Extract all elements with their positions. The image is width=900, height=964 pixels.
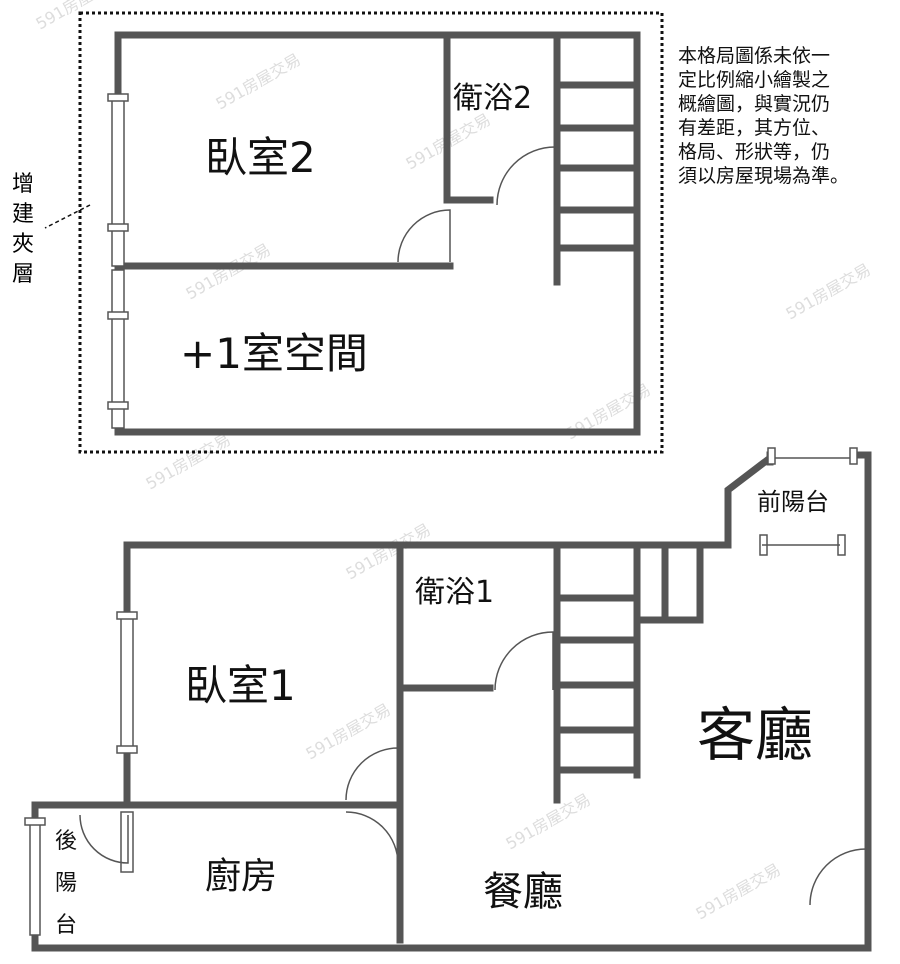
bedroom1-door[interactable] [345, 747, 399, 801]
room-label-front-balcony: 前陽台 [757, 488, 829, 516]
disclaimer-line: 須以房屋現場為準。 [678, 165, 850, 187]
annotation-char: 層 [12, 262, 35, 287]
svg-text:591房屋交易: 591房屋交易 [303, 700, 394, 764]
svg-text:591房屋交易: 591房屋交易 [343, 520, 434, 584]
disclaimer-line: 有差距，其方位、 [678, 117, 831, 139]
svg-text:591房屋交易: 591房屋交易 [503, 790, 594, 854]
svg-text:591房屋交易: 591房屋交易 [33, 0, 124, 33]
svg-text:591房屋交易: 591房屋交易 [693, 860, 784, 924]
annotation-char: 夾 [12, 232, 35, 257]
annotation-char: 增 [12, 172, 35, 197]
lower-stair-steps [553, 594, 641, 774]
entrance-door[interactable] [809, 848, 867, 906]
upper-stair-steps [553, 81, 638, 252]
mezzanine-boundary [78, 11, 664, 454]
bedroom2-door[interactable] [397, 209, 451, 263]
back-balcony-char: 後 [55, 829, 77, 854]
stair-landing [633, 541, 704, 624]
bathroom2-door[interactable] [496, 146, 556, 206]
svg-text:591房屋交易: 591房屋交易 [213, 50, 304, 114]
svg-text:591房屋交易: 591房屋交易 [783, 260, 874, 324]
svg-text:591房屋交易: 591房屋交易 [143, 430, 234, 494]
back-balcony-door[interactable] [79, 814, 129, 864]
upper-window-2 [111, 269, 125, 429]
room-label-kitchen: 廚房 [205, 856, 277, 897]
upper-window-1 [111, 99, 125, 267]
disclaimer-line: 本格局圖係未依一 [678, 45, 831, 67]
room-label-plus1: +1室空間 [180, 329, 368, 378]
back-balcony-char: 陽 [55, 871, 77, 896]
bathroom1-door[interactable] [494, 631, 554, 691]
room-label-bedroom1: 臥室1 [185, 661, 296, 710]
main-floor-plan: 衛浴1 臥室1 客廳 前陽台 廚房 餐廳 後 陽 台 [24, 447, 872, 952]
room-label-bathroom2: 衛浴2 [453, 81, 532, 116]
mezzanine-annotation: 增 建 夾 層 [12, 170, 42, 290]
disclaimer-line: 概繪圖，與實況仍 [678, 93, 831, 115]
svg-text:591房屋交易: 591房屋交易 [183, 240, 274, 304]
lower-stair-walls [553, 541, 641, 804]
room-label-dining: 餐廳 [483, 869, 563, 915]
annotation-leader [44, 204, 91, 229]
bathroom2-wall [443, 31, 494, 204]
room-label-bedroom2: 臥室2 [205, 133, 316, 182]
room-label-bathroom1: 衛浴1 [415, 575, 494, 610]
room-label-living: 客廳 [697, 701, 813, 769]
disclaimer-line: 格局、形狀等，仍 [678, 141, 831, 163]
mezzanine-plan: 臥室2 衛浴2 +1室空間 [44, 11, 664, 454]
disclaimer-note: 本格局圖係未依一 定比例縮小繪製之 概繪圖，與實況仍 有差距，其方位、 格局、形… [678, 44, 898, 188]
back-balcony-char: 台 [55, 913, 77, 938]
annotation-char: 建 [12, 202, 35, 227]
disclaimer-line: 定比例縮小繪製之 [678, 69, 831, 91]
kitchen-door[interactable] [345, 811, 399, 865]
